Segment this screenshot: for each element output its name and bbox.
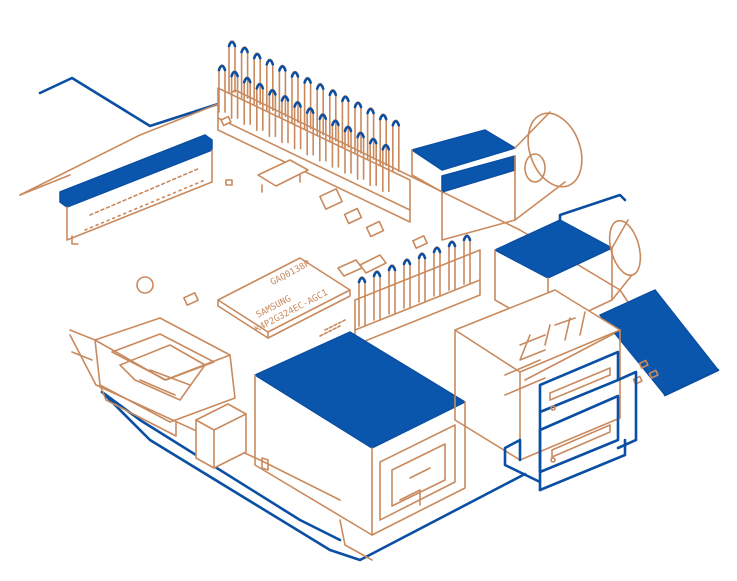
gpio-pin: [293, 100, 302, 150]
camera-connector: [59, 134, 213, 245]
gpio-pin: [391, 119, 401, 173]
gpio-pin: [353, 101, 363, 154]
gpio-pin: [255, 82, 265, 132]
gpio-pin: [368, 137, 378, 186]
gpio-pin: [242, 76, 252, 125]
gpio-pin: [331, 119, 340, 168]
ethernet-port: [254, 331, 466, 561]
small-switch: [195, 403, 247, 469]
header-pin: [402, 258, 412, 309]
header-pin: [417, 252, 427, 303]
gpio-pin: [381, 143, 391, 193]
ram-chip: SAMSUNG K4P2G324EC-AGC1 GAQ0138P: [217, 257, 351, 339]
gpio-pin: [328, 89, 338, 142]
gpio-pin: [230, 70, 239, 119]
board-edge-outline: [38, 76, 527, 562]
hdmi-port: [69, 317, 236, 437]
header-pin: [357, 276, 367, 327]
header-pin: [387, 264, 397, 315]
gpio-pin: [280, 94, 290, 144]
header-pin: [432, 246, 442, 297]
gpio-pin: [341, 95, 350, 148]
gpio-pin: [252, 52, 262, 105]
gpio-pin: [265, 58, 275, 112]
gpio-pin: [366, 107, 375, 160]
gpio-pin: [240, 46, 249, 99]
gpio-header: [217, 40, 411, 223]
gpio-pin: [378, 113, 388, 166]
header-pin: [462, 234, 472, 285]
header-pin: [372, 270, 382, 321]
gpio-pin: [315, 82, 325, 136]
gpio-pin: [343, 125, 353, 174]
gpio-pin: [356, 131, 365, 180]
gpio-pin: [303, 76, 312, 130]
gpio-pin: [227, 40, 237, 93]
gpio-pin: [217, 64, 227, 113]
gpio-pin: [318, 113, 328, 162]
usb-port: [454, 289, 638, 492]
gpio-pin: [268, 88, 277, 138]
gpio-pin: [290, 70, 300, 124]
gpio-pin: [278, 64, 287, 118]
gpio-pin: [305, 106, 315, 156]
board-components: [136, 115, 428, 337]
header-pin: [447, 240, 457, 291]
audio-jack: [411, 111, 583, 241]
